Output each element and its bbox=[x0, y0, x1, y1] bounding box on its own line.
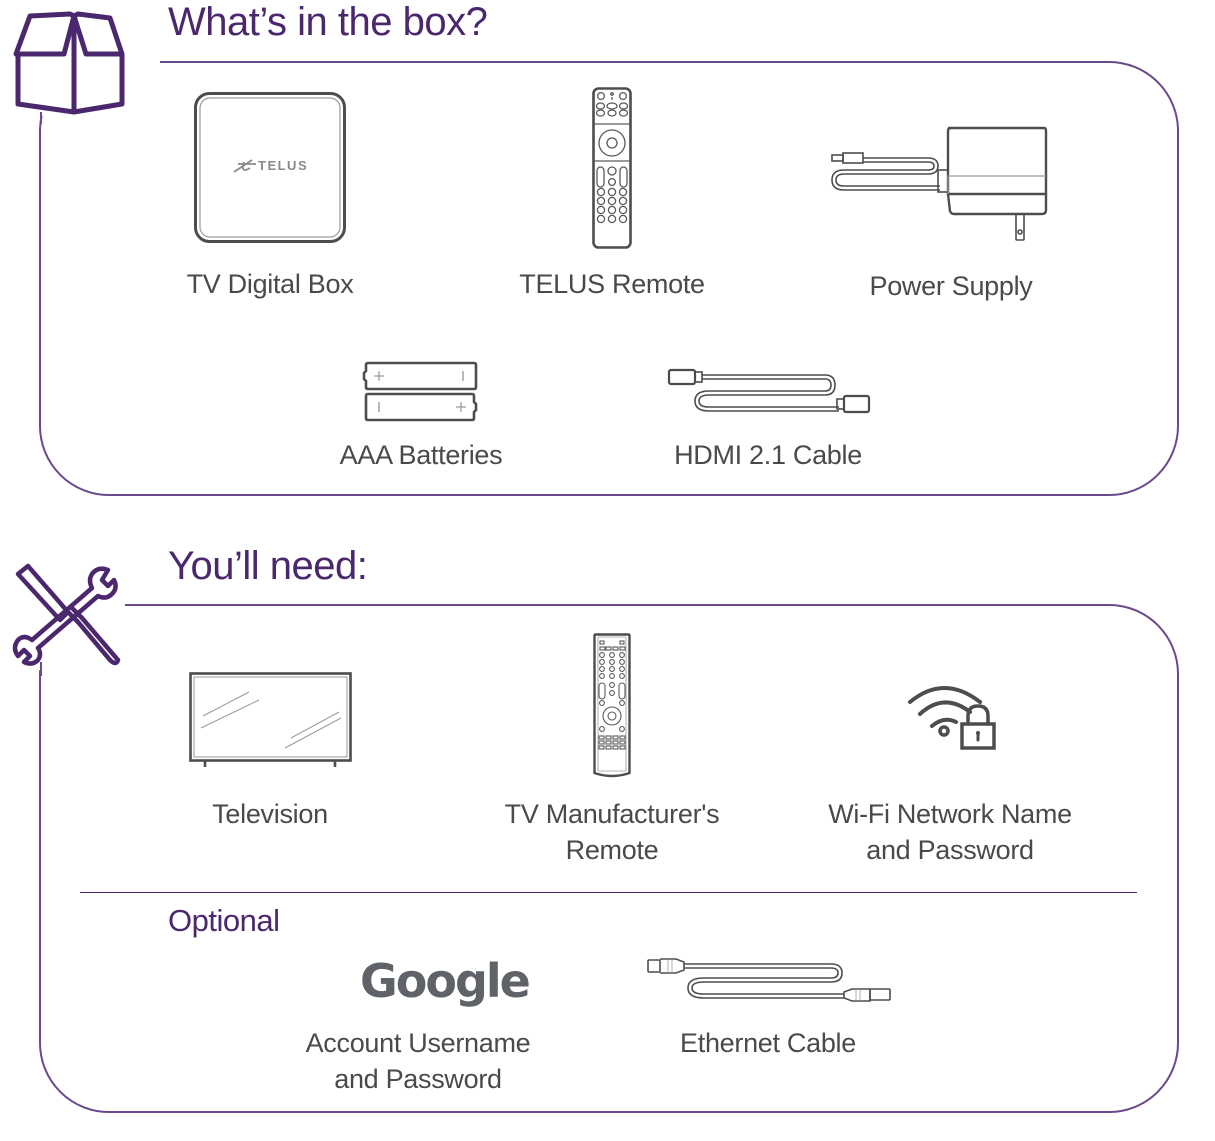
item-label: Account Username and Password bbox=[306, 1025, 531, 1097]
item-label: Ethernet Cable bbox=[680, 1028, 856, 1058]
label-line-2: and Password bbox=[334, 1064, 502, 1094]
google-logo: Google bbox=[360, 954, 531, 1008]
label-line-1: Wi-Fi Network Name bbox=[828, 799, 1072, 829]
item-label: TV Manufacturer's Remote bbox=[505, 796, 720, 868]
television-icon bbox=[189, 672, 352, 768]
hdmi-cable-icon bbox=[667, 367, 871, 417]
tv-remote-icon bbox=[593, 633, 631, 778]
item-label: HDMI 2.1 Cable bbox=[674, 440, 862, 470]
label-line-1: TV Manufacturer's bbox=[504, 799, 720, 829]
in-the-box-panel bbox=[39, 61, 1179, 496]
youll-need-panel bbox=[39, 604, 1179, 1113]
optional-heading: Optional bbox=[168, 903, 280, 938]
remote-icon bbox=[592, 87, 632, 249]
item-label: TV Digital Box bbox=[186, 269, 354, 299]
label-line-2: and Password bbox=[866, 835, 1034, 865]
item-label: Power Supply bbox=[869, 271, 1033, 301]
ethernet-cable-icon bbox=[646, 955, 894, 1002]
item-label: TELUS Remote bbox=[519, 269, 705, 299]
open-box-icon bbox=[6, 10, 134, 118]
tv-digital-box-icon bbox=[194, 92, 346, 243]
item-label: Television bbox=[212, 799, 328, 829]
tv-box-brand: TELUS bbox=[258, 158, 309, 173]
tools-icon bbox=[12, 560, 124, 670]
label-line-1: Account Username bbox=[305, 1028, 531, 1058]
power-adapter-icon bbox=[830, 126, 1048, 241]
section-title: You’ll need: bbox=[168, 544, 368, 588]
batteries-icon bbox=[362, 361, 480, 422]
label-line-2: Remote bbox=[565, 835, 659, 865]
optional-divider bbox=[80, 892, 1137, 893]
item-label: Wi-Fi Network Name and Password bbox=[828, 796, 1072, 868]
wifi-lock-icon bbox=[906, 682, 996, 752]
item-label: AAA Batteries bbox=[339, 440, 503, 470]
section-title: What’s in the box? bbox=[168, 0, 488, 44]
